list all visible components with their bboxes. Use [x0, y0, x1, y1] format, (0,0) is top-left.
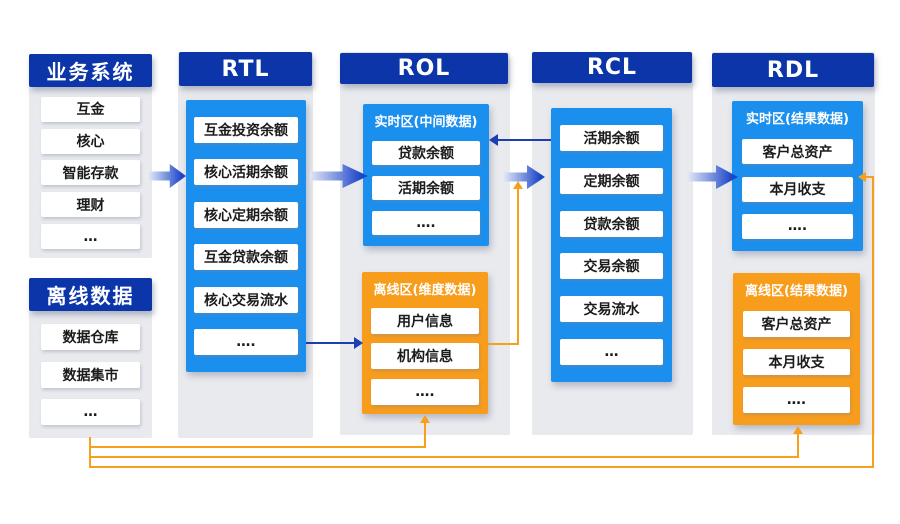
arrowhead-left-icon [489, 134, 498, 146]
list-item: …. [371, 378, 479, 405]
list-item: 核心活期余额 [194, 159, 298, 186]
list-item: 核心交易流水 [194, 286, 298, 313]
link-offline-to-rol-offline-v [424, 423, 426, 448]
list-item: 交易流水 [560, 296, 663, 323]
business-header-label: 业务系统 [46, 60, 135, 84]
list-item: 客户总资产 [742, 139, 853, 165]
rol-realtime-zone: 实时区(中间数据) 贷款余额 活期余额 …. [363, 104, 489, 246]
rdl-realtime-zone: 实时区(结果数据) 客户总资产 本月收支 …. [732, 101, 863, 251]
list-item: …. [372, 211, 480, 235]
list-item: 用户信息 [371, 307, 479, 334]
list-item: 客户总资产 [743, 311, 850, 337]
rdl-header-label: RDL [766, 57, 820, 83]
rtl-header-label: RTL [221, 56, 270, 82]
link-dim-data-horizontal [488, 343, 519, 345]
arrowhead-up-icon [420, 415, 430, 423]
rtl-zone: 互金投资余额 核心活期余额 核心定期余额 互金贷款余额 核心交易流水 …. [186, 100, 306, 372]
rtl-list: 互金投资余额 核心活期余额 核心定期余额 互金贷款余额 核心交易流水 …. [186, 100, 306, 372]
list-item: 活期余额 [372, 176, 480, 200]
list-item: 数据集市 [41, 361, 140, 388]
list-item: … [41, 398, 140, 425]
arrowhead-up-icon [793, 426, 803, 434]
rol-header: ROL [340, 53, 508, 84]
list-item: 贷款余额 [560, 210, 663, 237]
list-item: 定期余额 [560, 167, 663, 194]
list-item: …. [194, 329, 298, 356]
arrowhead-up-icon [513, 181, 523, 189]
business-header: 业务系统 [29, 54, 152, 87]
list-item: 智能存款 [41, 160, 140, 186]
list-item: 互金贷款余额 [194, 244, 298, 271]
arrowhead-left-icon [858, 172, 866, 182]
link-rcl-to-rol-realtime-line [498, 139, 551, 141]
list-item: …. [742, 213, 853, 239]
rdl-header: RDL [712, 53, 874, 87]
business-list: 互金 核心 智能存款 理财 … [29, 90, 152, 256]
rdl-realtime-zone-title: 实时区(结果数据) [746, 112, 849, 127]
link-offline-to-rdl-realtime-h2 [866, 176, 874, 178]
list-item: 机构信息 [371, 343, 479, 369]
list-item: 核心定期余额 [194, 201, 298, 228]
link-offline-to-rdl-offline-v [797, 434, 799, 458]
rol-realtime-list: 贷款余额 活期余额 …. [363, 130, 489, 246]
list-item: 本月收支 [743, 349, 850, 375]
rtl-header: RTL [179, 52, 312, 86]
rdl-realtime-list: 客户总资产 本月收支 …. [732, 127, 863, 251]
offline-header-label: 离线数据 [46, 284, 135, 308]
rdl-offline-zone: 离线区(结果数据) 客户总资产 本月收支 …. [733, 273, 860, 425]
link-offline-to-rdl-realtime-v [872, 176, 874, 468]
arrowhead-right-icon [354, 337, 363, 349]
rdl-offline-list: 客户总资产 本月收支 …. [733, 299, 860, 425]
link-rtl-to-rol-offline-line [306, 342, 356, 344]
link-offline-to-rdl-realtime-h [89, 466, 874, 468]
rol-header-label: ROL [397, 56, 451, 81]
list-item: 本月收支 [742, 176, 853, 202]
link-offline-to-rdl-offline-h [89, 456, 799, 458]
list-item: … [41, 224, 140, 250]
list-item: 交易余额 [560, 253, 663, 280]
rol-offline-list: 用户信息 机构信息 …. [362, 298, 488, 414]
rol-offline-zone: 离线区(维度数据) 用户信息 机构信息 …. [362, 272, 488, 414]
list-item: 理财 [41, 192, 140, 218]
offline-list: 数据仓库 数据集市 … [29, 313, 152, 436]
rdl-offline-zone-title: 离线区(结果数据) [745, 284, 848, 299]
offline-header: 离线数据 [29, 278, 152, 311]
list-item: 互金投资余额 [194, 116, 298, 143]
rol-realtime-zone-title: 实时区(中间数据) [374, 115, 478, 130]
list-item: 互金 [41, 96, 140, 122]
rcl-header-label: RCL [586, 55, 638, 80]
list-item: 活期余额 [560, 124, 663, 151]
list-item: …. [743, 387, 850, 413]
list-item: 核心 [41, 128, 140, 154]
link-dim-data-vertical [517, 189, 519, 345]
rcl-header: RCL [532, 52, 692, 83]
list-item: 贷款余额 [372, 141, 480, 165]
list-item: … [560, 339, 663, 366]
rcl-zone: 活期余额 定期余额 贷款余额 交易余额 交易流水 … [551, 108, 672, 382]
link-offline-to-rol-offline-h [89, 446, 426, 448]
offline-data-stem [89, 437, 91, 468]
business-panel [29, 54, 152, 258]
rol-offline-zone-title: 离线区(维度数据) [373, 283, 477, 298]
list-item: 数据仓库 [41, 324, 140, 351]
rcl-list: 活期余额 定期余额 贷款余额 交易余额 交易流水 … [551, 108, 672, 382]
